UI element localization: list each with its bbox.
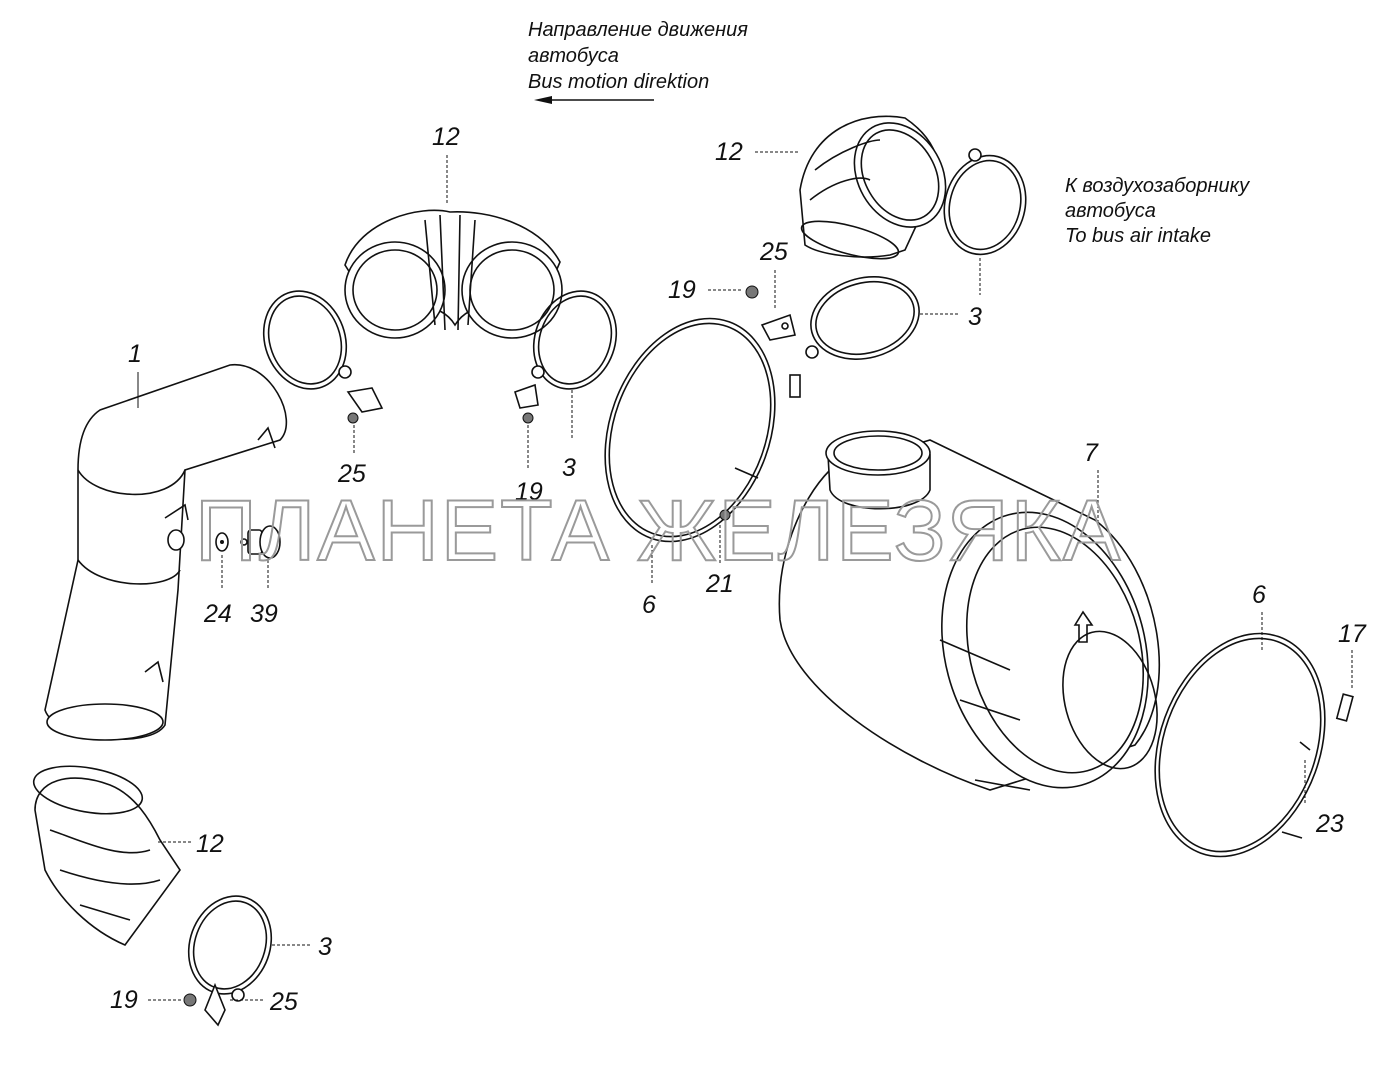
callout-12-top-right: 12 xyxy=(715,138,743,166)
intake-note-ru-line1: К воздухозаборнику xyxy=(1065,175,1250,197)
intake-note-en: To bus air intake xyxy=(1065,225,1211,247)
callout-3-mid: 3 xyxy=(562,454,576,482)
direction-note-ru-line2: автобуса xyxy=(528,45,619,67)
callout-3-bottom: 3 xyxy=(318,933,332,961)
direction-note-en: Bus motion direktion xyxy=(528,71,709,93)
callout-25-right: 25 xyxy=(759,238,788,266)
bolt-17 xyxy=(1335,693,1354,722)
callout-39: 39 xyxy=(250,600,278,628)
washer-24 xyxy=(215,532,229,552)
direction-arrow-icon xyxy=(534,96,654,104)
hose-clamp-left xyxy=(262,290,352,390)
callout-6-left: 6 xyxy=(642,591,656,619)
nut-19-bottom xyxy=(183,993,197,1007)
elbow-hose-bottom xyxy=(32,765,181,946)
pin-21 xyxy=(719,509,731,521)
callout-6-right: 6 xyxy=(1252,581,1266,609)
callout-7: 7 xyxy=(1084,439,1099,467)
bracket-25-mid xyxy=(514,383,539,424)
band-6-right xyxy=(1154,632,1326,858)
callout-12-top: 12 xyxy=(432,123,460,151)
callout-19-right: 19 xyxy=(668,276,696,304)
watermark: ПЛАНЕТА ЖЕЛЕЗЯКА xyxy=(195,483,1122,579)
restriction-indicator-39 xyxy=(240,525,281,559)
callout-25-left: 25 xyxy=(337,460,366,488)
hose-clamp-bottom xyxy=(187,895,273,1002)
callout-1: 1 xyxy=(128,340,142,368)
callout-12-bottom: 12 xyxy=(196,830,224,858)
bolt-clamp xyxy=(789,374,801,398)
direction-note-ru-line1: Направление движения xyxy=(528,19,748,41)
intake-pipe xyxy=(44,364,288,741)
callout-19-bottom: 19 xyxy=(110,986,138,1014)
hose-clamp-right-mid xyxy=(805,276,920,360)
air-filter-housing xyxy=(778,430,1161,791)
pin-23 xyxy=(1299,741,1311,751)
hose-clamp-top-right xyxy=(943,148,1027,256)
bracket-25-right xyxy=(760,313,796,341)
callout-23: 23 xyxy=(1315,810,1344,838)
callout-3-right: 3 xyxy=(968,303,982,331)
callout-21: 21 xyxy=(705,570,734,598)
elbow-hose-top xyxy=(344,209,563,339)
callout-19-mid: 19 xyxy=(515,478,543,506)
elbow-hose-top-right xyxy=(799,115,947,260)
intake-note-ru-line2: автобуса xyxy=(1065,200,1156,222)
callout-25-bottom: 25 xyxy=(269,988,298,1016)
callout-24: 24 xyxy=(203,600,232,628)
nut-19-right xyxy=(745,285,759,299)
hose-clamp-mid xyxy=(531,290,618,390)
bracket-25-bottom xyxy=(204,982,226,1027)
bracket-25-left xyxy=(346,387,384,424)
callout-17: 17 xyxy=(1338,620,1367,648)
band-6-left xyxy=(604,317,776,543)
